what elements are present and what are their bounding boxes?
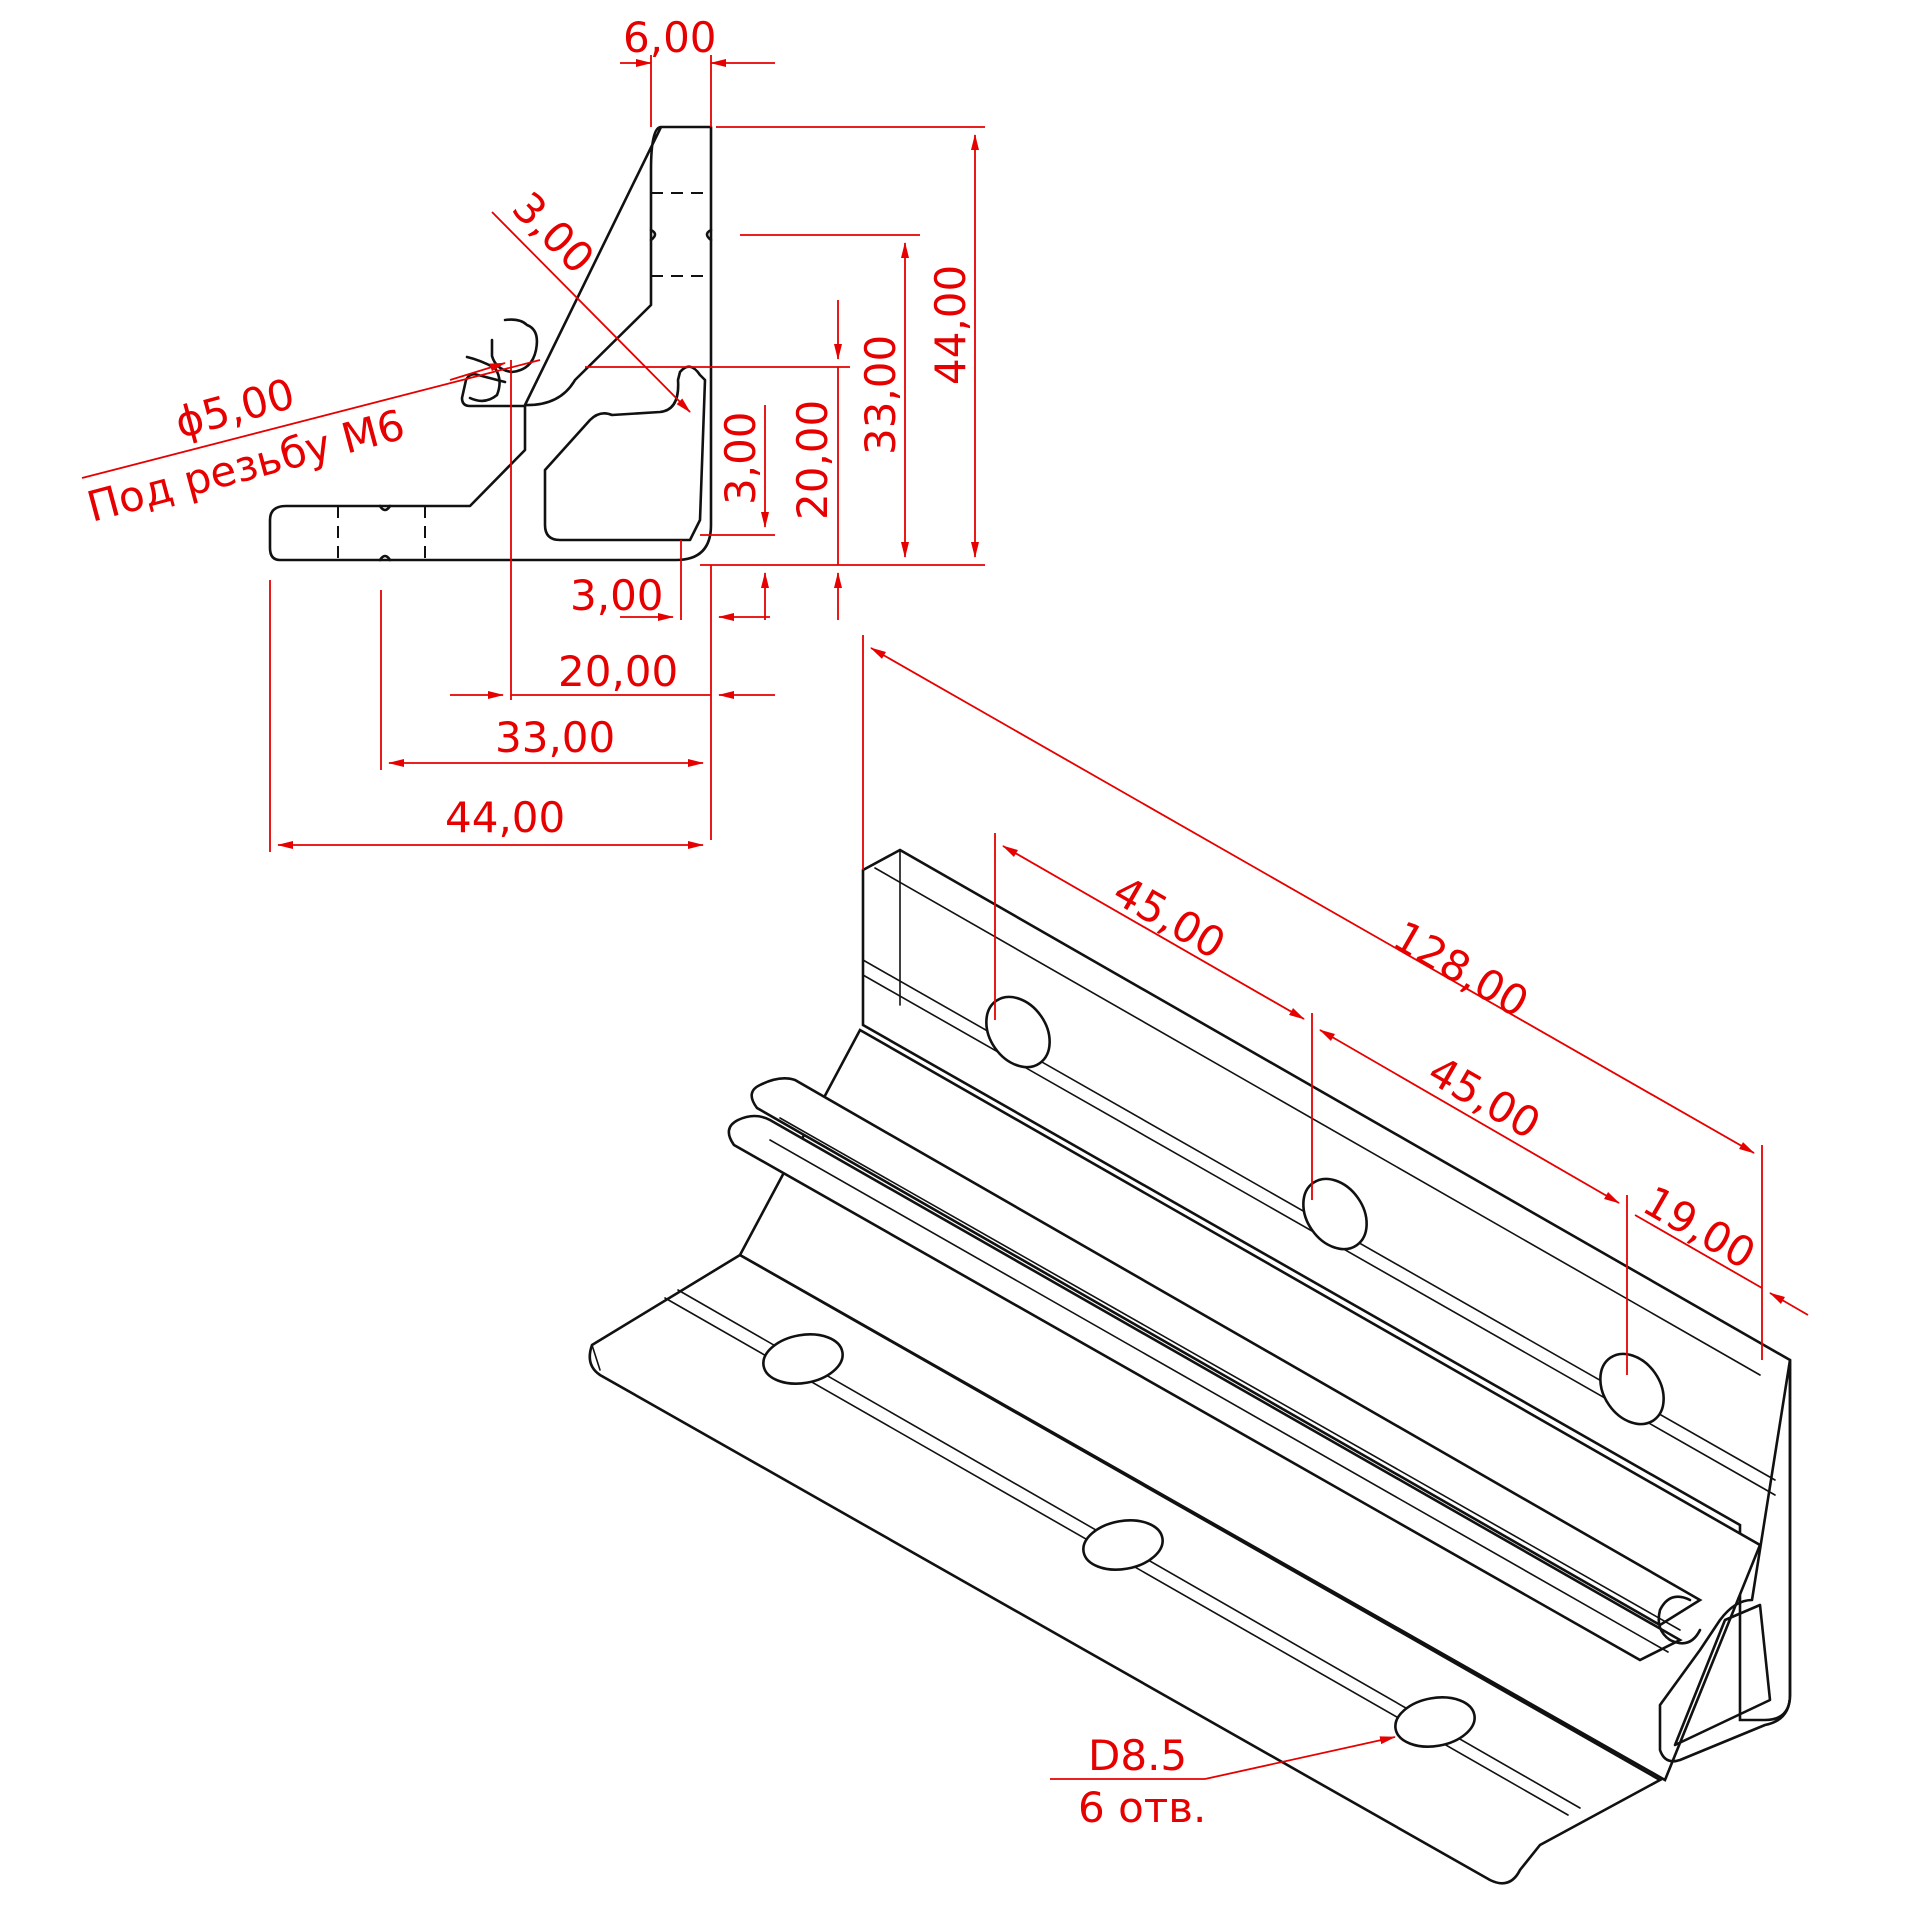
profile-isometric bbox=[588, 848, 1792, 1885]
hole-4 bbox=[762, 1333, 844, 1385]
hole-spec: D8.5 bbox=[1088, 1731, 1187, 1780]
profile-outline bbox=[268, 125, 713, 562]
profile-hook-lower bbox=[465, 355, 501, 403]
dim-hole-pitch-2: 45,00 bbox=[1420, 1046, 1549, 1149]
hole-6 bbox=[1394, 1696, 1476, 1748]
dim-length: 128,00 bbox=[1385, 911, 1537, 1027]
profile-cross-section bbox=[268, 125, 713, 562]
dim-inner-height-33: 33,00 bbox=[856, 335, 905, 455]
dim-inner-width-33: 33,00 bbox=[495, 713, 615, 762]
hole-5 bbox=[1082, 1519, 1164, 1571]
dim-chamfer: 3,00 bbox=[503, 182, 604, 283]
top-notch bbox=[649, 228, 713, 242]
side-notch bbox=[378, 504, 392, 562]
dim-hole-pitch-1: 45,00 bbox=[1105, 866, 1234, 969]
hole-count: 6 отв. bbox=[1078, 1783, 1206, 1832]
dim-top-width: 6,00 bbox=[623, 13, 717, 62]
iso-channel-rod bbox=[750, 1077, 1703, 1627]
iso-end-hook bbox=[1657, 1595, 1702, 1645]
dim-inner-wall-vertical: 3,00 bbox=[716, 411, 765, 505]
dim-total-height: 44,00 bbox=[926, 265, 975, 385]
dim-inner-height-20: 20,00 bbox=[788, 400, 837, 520]
iso-end-profile bbox=[1658, 1358, 1792, 1763]
dim-total-width: 44,00 bbox=[445, 793, 565, 842]
section-dimensions: 6,00 44,00 33,00 20,00 3,00 3,00 20,00 bbox=[81, 13, 985, 852]
dim-inner-width-20: 20,00 bbox=[558, 647, 678, 696]
dim-inner-wall-horizontal: 3,00 bbox=[570, 571, 664, 620]
profile-cavity bbox=[543, 365, 707, 542]
hole-3 bbox=[1599, 1352, 1665, 1426]
dim-end-offset: 19,00 bbox=[1635, 1176, 1764, 1279]
